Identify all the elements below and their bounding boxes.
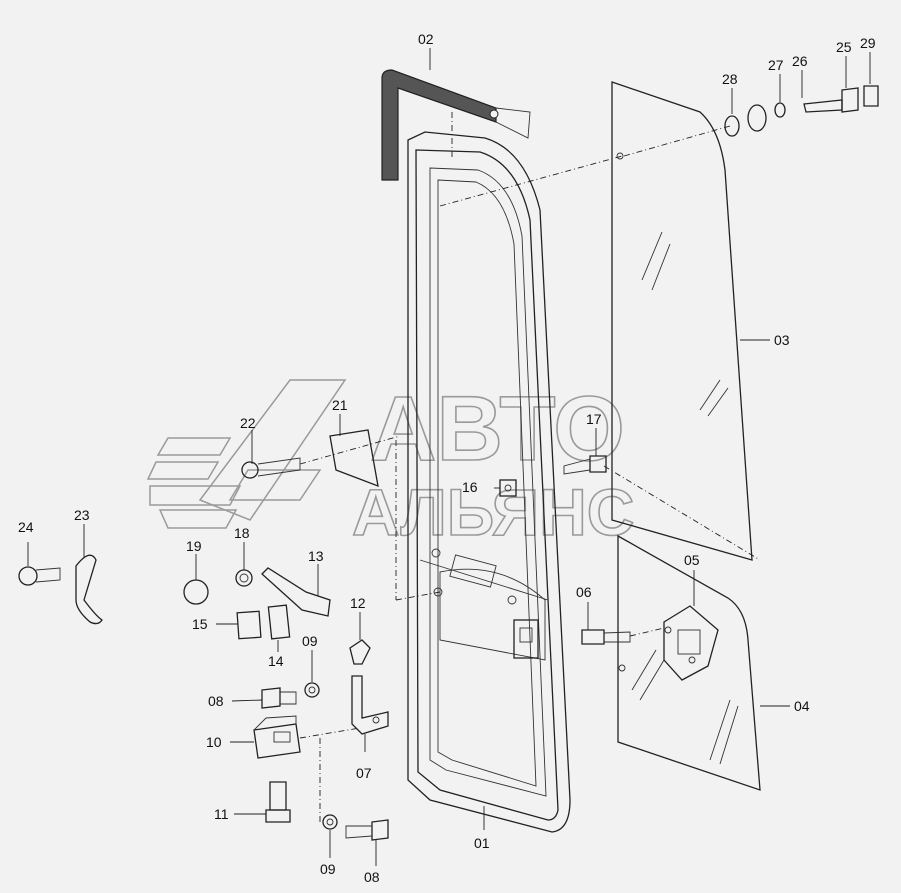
door-lock-mechanism xyxy=(513,619,539,659)
washer-part-09-upper xyxy=(304,682,320,698)
callout-08-upper: 08 xyxy=(208,693,224,709)
bracket-part-07 xyxy=(351,675,389,735)
callout-24: 24 xyxy=(18,519,34,535)
watermark-line2: АЛЬЯНС xyxy=(352,475,634,549)
cap-part-19 xyxy=(183,579,209,605)
callout-23: 23 xyxy=(74,507,90,523)
screw-part-24 xyxy=(18,566,61,586)
bolt-part-08-upper xyxy=(261,687,297,709)
callout-11: 11 xyxy=(214,806,229,822)
callout-27: 27 xyxy=(768,57,784,73)
callout-01: 01 xyxy=(474,835,490,851)
bolt-part-22 xyxy=(241,457,301,479)
callout-03: 03 xyxy=(774,332,790,348)
callout-05: 05 xyxy=(684,552,700,568)
callout-12: 12 xyxy=(350,595,366,611)
washer-part-09-lower xyxy=(322,814,338,830)
bolt-part-08-lower xyxy=(345,819,389,841)
callout-26: 26 xyxy=(792,53,808,69)
watermark-logo-icon xyxy=(146,379,347,529)
bolt-part-06 xyxy=(581,629,631,645)
callout-28: 28 xyxy=(722,71,738,87)
latch-bracket-part-05 xyxy=(663,605,719,681)
callout-09-lower: 09 xyxy=(320,861,336,877)
leader-lines xyxy=(27,48,871,866)
callout-16: 16 xyxy=(462,479,478,495)
callout-02: 02 xyxy=(418,31,434,47)
upper-glass-part-03 xyxy=(611,81,753,561)
callout-25: 25 xyxy=(836,39,852,55)
callout-13: 13 xyxy=(308,548,324,564)
washer-part-18 xyxy=(235,569,253,587)
plate-part-21 xyxy=(329,429,379,488)
handle-part-23 xyxy=(75,554,103,625)
plate-part-15 xyxy=(236,610,262,640)
bolt-part-17 xyxy=(563,455,607,475)
seal-strip-part-02 xyxy=(381,69,531,181)
callout-04: 04 xyxy=(794,698,810,714)
bolt-part-11 xyxy=(265,781,291,823)
watermark-line1: АВТО xyxy=(370,378,625,480)
callout-10: 10 xyxy=(206,734,222,750)
callout-18: 18 xyxy=(234,525,250,541)
callout-29: 29 xyxy=(860,35,876,51)
callout-19: 19 xyxy=(186,538,202,554)
striker-part-10 xyxy=(253,715,301,759)
callout-15: 15 xyxy=(192,616,208,632)
callout-17: 17 xyxy=(586,411,602,427)
callout-14: 14 xyxy=(268,653,284,669)
rod-part-13 xyxy=(261,567,331,617)
fitting-part-12 xyxy=(349,639,371,665)
lower-glass-part-04 xyxy=(617,534,761,791)
watermark: АВТО АЛЬЯНС xyxy=(146,377,635,550)
assembly-lines xyxy=(299,112,761,822)
callout-labels: 02 03 04 05 06 07 01 17 16 22 21 24 23 1… xyxy=(18,31,876,885)
callout-21: 21 xyxy=(332,397,348,413)
callout-09-upper: 09 xyxy=(302,633,318,649)
door-frame-part-01 xyxy=(407,131,571,833)
callout-22: 22 xyxy=(240,415,256,431)
callout-08-lower: 08 xyxy=(364,869,380,885)
callout-06: 06 xyxy=(576,584,592,600)
hardware-set-25-29 xyxy=(724,85,879,137)
plate-part-14 xyxy=(267,604,291,640)
callout-07: 07 xyxy=(356,765,372,781)
